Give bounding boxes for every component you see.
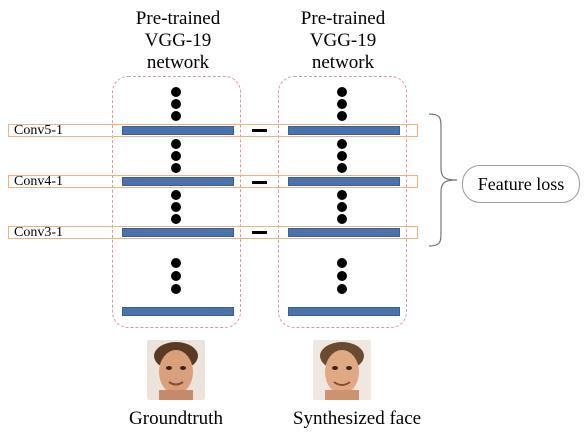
column-title-groundtruth: Pre-trained VGG-19 network bbox=[103, 8, 253, 74]
feature-bar bbox=[122, 177, 234, 186]
difference-minus-icon bbox=[252, 129, 267, 132]
difference-minus-icon bbox=[252, 231, 267, 234]
ellipsis-dot bbox=[337, 99, 347, 109]
title-line: network bbox=[146, 52, 210, 73]
ellipsis-dot bbox=[171, 214, 181, 224]
feature-bar bbox=[122, 228, 234, 237]
ellipsis-dot bbox=[171, 202, 181, 212]
feature-loss-box: Feature loss bbox=[462, 165, 580, 203]
ellipsis-dot bbox=[171, 139, 181, 149]
title-line: VGG-19 bbox=[144, 30, 212, 51]
ellipsis-dot bbox=[171, 111, 181, 121]
curly-brace-icon bbox=[428, 113, 458, 247]
ellipsis-dot bbox=[337, 271, 347, 281]
caption-groundtruth: Groundtruth bbox=[129, 408, 223, 429]
input-bar bbox=[288, 307, 400, 316]
ellipsis-dot bbox=[337, 139, 347, 149]
ellipsis-dot bbox=[337, 87, 347, 97]
title-line: network bbox=[311, 52, 375, 73]
ellipsis-dot bbox=[171, 271, 181, 281]
input-bar bbox=[122, 307, 234, 316]
network-box-synthesized bbox=[278, 76, 407, 328]
layer-label-conv4: Conv4-1 bbox=[14, 174, 63, 189]
ellipsis-dot bbox=[171, 99, 181, 109]
feature-loss-label: Feature loss bbox=[477, 174, 565, 194]
ellipsis-dot bbox=[337, 258, 347, 268]
feature-bar bbox=[288, 228, 400, 237]
feature-bar bbox=[288, 126, 400, 135]
ellipsis-dot bbox=[337, 190, 347, 200]
layer-label-conv3: Conv3-1 bbox=[14, 225, 63, 240]
difference-minus-icon bbox=[252, 181, 267, 184]
title-line: VGG-19 bbox=[309, 30, 377, 51]
ellipsis-dot bbox=[337, 151, 347, 161]
title-line: Pre-trained bbox=[135, 8, 221, 29]
face-photo-icon bbox=[313, 340, 371, 400]
layer-label-conv5: Conv5-1 bbox=[14, 123, 63, 138]
ellipsis-dot bbox=[171, 258, 181, 268]
caption-synthesized: Synthesized face bbox=[292, 408, 422, 429]
layer-row-conv4 bbox=[8, 175, 418, 188]
ellipsis-dot bbox=[337, 202, 347, 212]
ellipsis-dot bbox=[171, 190, 181, 200]
title-line: Pre-trained bbox=[300, 8, 386, 29]
feature-bar bbox=[288, 177, 400, 186]
face-photo-icon bbox=[147, 340, 205, 400]
feature-bar bbox=[122, 126, 234, 135]
column-title-synthesized: Pre-trained VGG-19 network bbox=[268, 8, 418, 74]
ellipsis-dot bbox=[171, 87, 181, 97]
ellipsis-dot bbox=[171, 284, 181, 294]
network-box-groundtruth bbox=[112, 76, 241, 328]
ellipsis-dot bbox=[171, 151, 181, 161]
layer-row-conv5 bbox=[8, 124, 418, 137]
ellipsis-dot bbox=[337, 163, 347, 173]
ellipsis-dot bbox=[337, 111, 347, 121]
ellipsis-dot bbox=[337, 284, 347, 294]
layer-row-conv3 bbox=[8, 226, 418, 239]
ellipsis-dot bbox=[171, 163, 181, 173]
ellipsis-dot bbox=[337, 214, 347, 224]
